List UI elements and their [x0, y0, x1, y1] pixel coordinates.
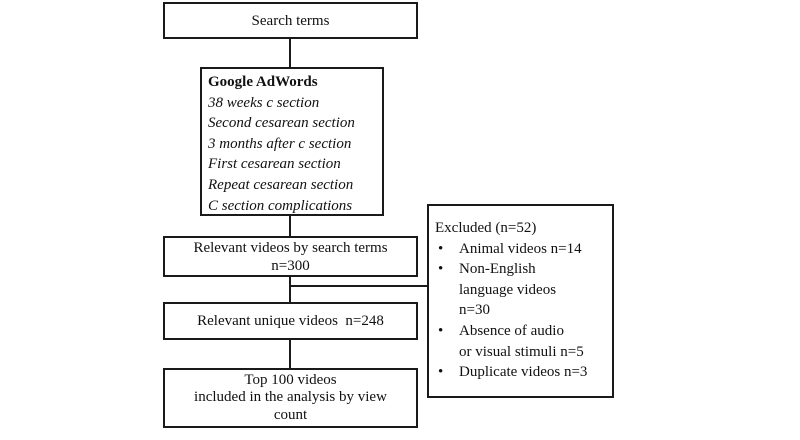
top-videos-line: count — [273, 406, 308, 423]
top-videos-line: included in the analysis by view — [194, 389, 387, 406]
bullet-icon: • — [438, 261, 444, 278]
keyword-item: C section complications — [208, 197, 353, 214]
bullet-icon: • — [438, 322, 444, 339]
keyword-item: 3 months after c section — [208, 135, 352, 152]
excluded-item-line: Duplicate videos n=3 — [459, 364, 588, 381]
excluded-item-line: Animal videos n=14 — [459, 240, 582, 257]
relevant-videos-count: n=300 — [271, 257, 310, 274]
excluded-list: • Animal videos n=14 • Non-English langu… — [435, 239, 612, 383]
excluded-item: • Non-English language videos n=30 — [435, 259, 612, 321]
excluded-item-line: n=30 — [459, 302, 490, 319]
relevant-videos-box: Relevant videos by search terms n=300 — [163, 236, 418, 277]
search-terms-label: Search terms — [251, 12, 330, 29]
keyword-item: First cesarean section — [208, 156, 341, 173]
bullet-icon: • — [438, 240, 444, 257]
excluded-item: • Animal videos n=14 — [435, 239, 612, 260]
keyword-item: Second cesarean section — [208, 115, 355, 132]
excluded-item-line: or visual stimuli n=5 — [459, 343, 584, 360]
keyword-item: Repeat cesarean section — [208, 176, 354, 193]
excluded-item-line: Absence of audio — [459, 322, 564, 339]
top-videos-line: Top 100 videos — [244, 371, 337, 388]
excluded-box: Excluded (n=52) • Animal videos n=14 • N… — [427, 204, 614, 398]
excluded-item-line: language videos — [459, 281, 557, 298]
excluded-item: • Duplicate videos n=3 — [435, 362, 612, 383]
google-adwords-box: Google AdWords 38 weeks c section Second… — [200, 67, 384, 216]
search-terms-box: Search terms — [163, 2, 418, 39]
excluded-item-line: Non-English — [459, 261, 536, 278]
unique-videos-box: Relevant unique videos n=248 — [163, 302, 418, 340]
google-adwords-title: Google AdWords — [208, 74, 318, 90]
excluded-title: Excluded (n=52) — [435, 220, 537, 236]
unique-videos-label: Relevant unique videos n=248 — [197, 313, 384, 329]
relevant-videos-label: Relevant videos by search terms — [193, 239, 388, 256]
keyword-item: 38 weeks c section — [208, 94, 320, 111]
bullet-icon: • — [438, 364, 444, 381]
excluded-item: • Absence of audio or visual stimuli n=5 — [435, 321, 612, 362]
top-videos-box: Top 100 videos included in the analysis … — [163, 368, 418, 428]
